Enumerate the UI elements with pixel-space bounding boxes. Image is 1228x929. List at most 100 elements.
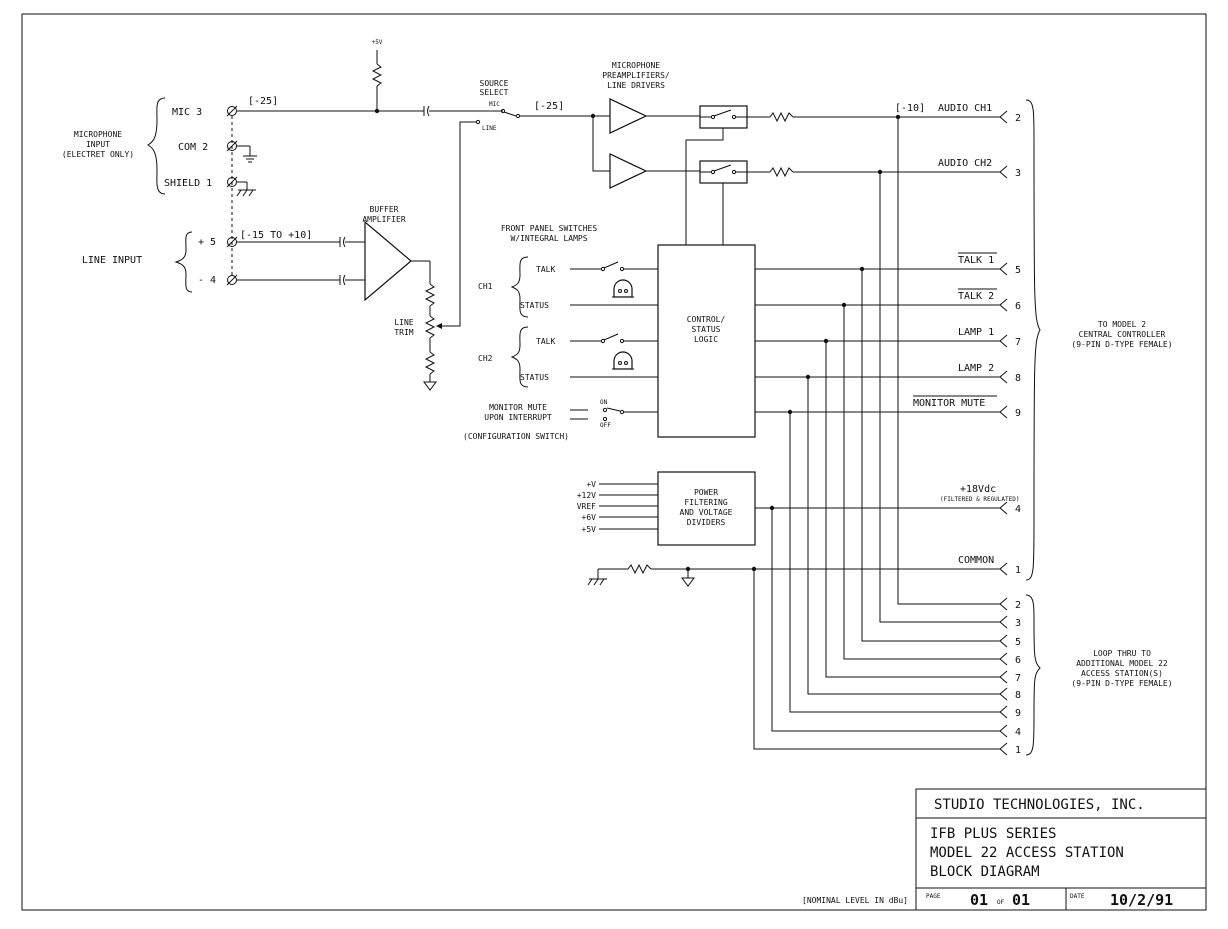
common-chassis-ground-icon [587,569,607,586]
svg-text:AND VOLTAGE: AND VOLTAGE [680,508,733,517]
svg-text:3: 3 [1015,618,1021,629]
svg-text:LINE DRIVERS: LINE DRIVERS [607,81,665,90]
source-select-switch-icon [475,108,521,125]
audio-ch2-label: AUDIO CH2 [938,158,992,169]
svg-text:9: 9 [1015,408,1021,419]
ch1-label: CH1 [478,282,493,291]
title-line-1: IFB PLUS SERIES [930,826,1056,842]
svg-text:2: 2 [1015,113,1021,124]
supply-18v-sublabel: (FILTERED & REGULATED) [940,496,1019,503]
page-caption: PAGE [926,893,941,900]
svg-text:9: 9 [1015,708,1021,719]
svg-text:(9-PIN D-TYPE FEMALE): (9-PIN D-TYPE FEMALE) [1071,679,1172,688]
preamp-ch1-icon [609,98,648,134]
page-of: OF [997,899,1005,906]
svg-text:LOOP THRU TO: LOOP THRU TO [1093,649,1151,658]
line-capacitor-minus-icon [339,274,346,286]
svg-text:TO MODEL 2: TO MODEL 2 [1098,320,1146,329]
svg-text:FILTERING: FILTERING [684,498,728,507]
common-label: COMMON [958,555,994,566]
svg-text:+12V: +12V [577,491,596,500]
svg-text:5: 5 [1015,637,1021,648]
svg-text:4: 4 [1015,504,1021,515]
ch2-label: CH2 [478,354,493,363]
trim-resistor-bottom [424,351,436,375]
svg-text:6: 6 [1015,301,1021,312]
svg-text:MICROPHONE: MICROPHONE [612,61,660,70]
svg-text:6: 6 [1015,655,1021,666]
line-input-label: LINE INPUT [82,255,142,266]
mic-group-label: MICROPHONE INPUT (ELECTRET ONLY) [62,130,134,159]
line-minus-label: - 4 [198,275,216,286]
buffer-amplifier-label: BUFFER AMPLIFIER [362,205,406,224]
common-ground-icon [681,577,695,587]
trim-ground-icon [423,381,437,391]
ch2-talk-label: TALK [536,337,555,346]
talk2-label: TALK 2 [958,291,994,302]
supply-5v-label: +5V [372,39,383,46]
svg-text:AMPLIFIER: AMPLIFIER [362,215,406,224]
line-capacitor-plus-icon [339,236,346,248]
svg-text:VREF: VREF [577,502,596,511]
ch2-audio-switch-icon [699,160,748,184]
svg-text:1: 1 [1015,565,1021,576]
buffer-amplifier-icon [364,220,412,302]
mic-capacitor-icon [423,105,430,117]
controller-label: TO MODEL 2 CENTRAL CONTROLLER (9-PIN D-T… [1071,320,1172,349]
page-number: 01 [970,891,988,909]
svg-text:ADDITIONAL MODEL 22: ADDITIONAL MODEL 22 [1076,659,1168,668]
svg-text:1: 1 [1015,745,1021,756]
power-block [657,471,756,546]
mic-level-label: [-25] [248,96,278,107]
svg-text:(9-PIN D-TYPE FEMALE): (9-PIN D-TYPE FEMALE) [1071,340,1172,349]
svg-text:INPUT: INPUT [86,140,110,149]
controller-brace [1025,99,1041,581]
svg-text:LINE: LINE [394,318,413,327]
svg-text:2: 2 [1015,600,1021,611]
control-logic-label: CONTROL/ [687,315,726,324]
ch2-brace [510,326,529,388]
audio-ch1-level: [-10] [895,103,925,114]
line-minus-connector-icon [226,274,238,286]
drawing-border [21,13,1207,911]
com-pin-label: COM 2 [178,142,208,153]
svg-text:3: 3 [1015,168,1021,179]
source-line-label: LINE [482,125,497,132]
ch1-status-label: STATUS [520,301,549,310]
common-resistor [627,563,652,575]
pullup-resistor [371,63,383,87]
svg-text:TRIM: TRIM [394,328,413,337]
nominal-level-note: [NOMINAL LEVEL IN dBu] [802,896,908,905]
loop-connector-pins: 2 3 5 6 7 8 9 4 1 [999,597,1021,756]
config-switch-label: (CONFIGURATION SWITCH) [463,432,569,441]
front-panel-label: FRONT PANEL SWITCHES W/INTEGRAL LAMPS [501,224,598,243]
trim-potentiometer-icon [424,315,436,339]
mic-pin-label: MIC 3 [172,107,202,118]
svg-text:MICROPHONE: MICROPHONE [74,130,122,139]
svg-text:4: 4 [1015,727,1021,738]
svg-text:DIVIDERS: DIVIDERS [687,518,726,527]
loop-label: LOOP THRU TO ADDITIONAL MODEL 22 ACCESS … [1071,649,1172,688]
switch-off-label: OFF [600,422,611,429]
ch2-lamp-icon [612,351,634,370]
svg-text:W/INTEGRAL LAMPS: W/INTEGRAL LAMPS [510,234,587,243]
power-rail-labels: +V +12V VREF +6V +5V [577,480,596,534]
shield-pin-label: SHIELD 1 [164,178,212,189]
line-trim-label: LINE TRIM [394,318,413,337]
trim-resistor-top [424,283,436,307]
line-level-label: [-15 TO +10] [240,230,312,241]
preamp-ch2-icon [609,153,648,189]
line-brace [174,231,193,293]
svg-text:BUFFER: BUFFER [370,205,399,214]
svg-text:7: 7 [1015,337,1021,348]
ch1-audio-switch-icon [699,105,748,129]
title-line-3: BLOCK DIAGRAM [930,864,1040,880]
com-ground-icon [243,155,257,163]
svg-text:+6V: +6V [582,513,597,522]
source-select-label: SOURCE SELECT [480,79,509,97]
company-name: STUDIO TECHNOLOGIES, INC. [934,797,1145,813]
monitor-mute-label: MONITOR MUTE UPON INTERRUPT [484,403,552,422]
svg-text:SELECT: SELECT [480,88,509,97]
title-block: STUDIO TECHNOLOGIES, INC. IFB PLUS SERIE… [915,788,1207,911]
